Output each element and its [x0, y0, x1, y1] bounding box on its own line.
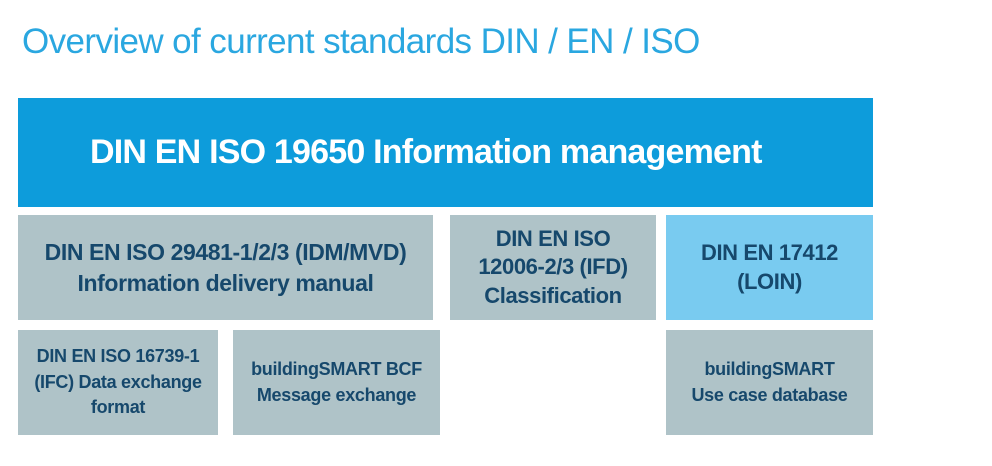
- box-line: DIN EN 17412: [700, 239, 839, 265]
- box-text: DIN EN 17412 (LOIN): [701, 239, 838, 296]
- banner-label: DIN EN ISO 19650 Information management: [90, 133, 762, 171]
- box-bcf-message-exchange: buildingSMART BCF Message exchange: [233, 330, 440, 435]
- box-use-case-database: buildingSMART Use case database: [666, 330, 873, 435]
- banner-din-en-iso-19650: DIN EN ISO 19650 Information management: [18, 98, 873, 207]
- box-line: (LOIN): [737, 268, 802, 294]
- box-ifc-data-exchange: DIN EN ISO 16739-1 (IFC) Data exchange f…: [18, 330, 218, 435]
- box-text: DIN EN ISO 12006-2/3 (IFD) Classificatio…: [478, 225, 628, 311]
- box-line: DIN EN ISO: [495, 225, 611, 251]
- box-line: buildingSMART BCF: [251, 358, 422, 379]
- box-line: DIN EN ISO 16739-1: [36, 346, 200, 367]
- box-ifd-classification: DIN EN ISO 12006-2/3 (IFD) Classificatio…: [450, 215, 656, 320]
- box-line: Use case database: [691, 384, 848, 405]
- box-line: Message exchange: [256, 384, 417, 405]
- box-text: DIN EN ISO 16739-1 (IFC) Data exchange f…: [34, 344, 202, 421]
- box-text: buildingSMART Use case database: [691, 357, 847, 408]
- box-line: Information delivery manual: [77, 269, 374, 296]
- box-line: buildingSMART: [704, 358, 835, 379]
- page-title: Overview of current standards DIN / EN /…: [22, 22, 700, 61]
- box-line: Classification: [484, 282, 622, 308]
- box-line: (IFC) Data exchange: [34, 371, 202, 392]
- box-line: format: [90, 397, 146, 418]
- box-text: buildingSMART BCF Message exchange: [251, 357, 422, 408]
- box-text: DIN EN ISO 29481-1/2/3 (IDM/MVD) Informa…: [45, 237, 407, 298]
- box-idm-mvd: DIN EN ISO 29481-1/2/3 (IDM/MVD) Informa…: [18, 215, 433, 320]
- box-line: DIN EN ISO 29481-1/2/3 (IDM/MVD): [44, 239, 407, 266]
- box-line: 12006-2/3 (IFD): [478, 254, 628, 280]
- box-loin: DIN EN 17412 (LOIN): [666, 215, 873, 320]
